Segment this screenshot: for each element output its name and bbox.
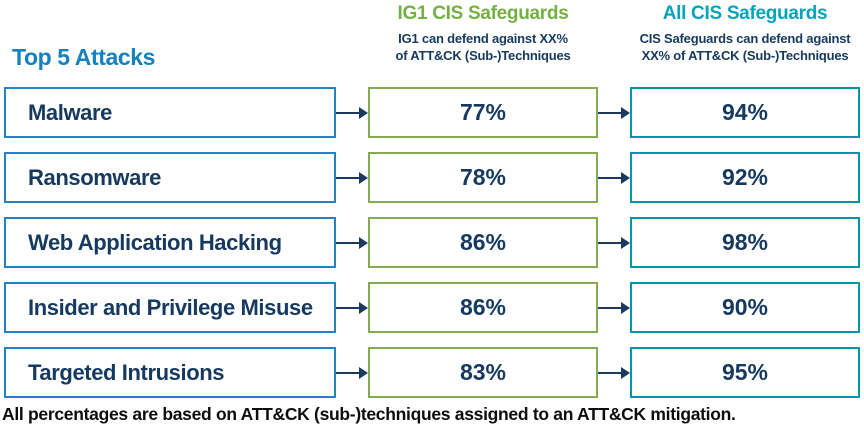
column-header-ig1: IG1 CIS Safeguards IG1 can defend agains…: [361, 3, 605, 64]
arrow-right-icon: [598, 366, 630, 379]
attack-label: Insider and Privilege Misuse: [28, 294, 313, 320]
arrow-right-icon: [598, 106, 630, 119]
all-percentage: 92%: [721, 164, 769, 190]
arrow-right-icon: [336, 366, 368, 379]
attack-label: Malware: [28, 99, 113, 125]
ig1-percentage: 77%: [459, 99, 507, 125]
ig1-column-title: IG1 CIS Safeguards: [397, 3, 569, 24]
ig1-percentage-box: 86%: [368, 282, 598, 333]
ig1-percentage-box: 77%: [368, 87, 598, 138]
arrow-right-icon: [598, 236, 630, 249]
all-percentage: 95%: [721, 359, 769, 385]
attack-name-box: Insider and Privilege Misuse: [4, 282, 336, 333]
attack-name-box: Malware: [4, 87, 336, 138]
all-percentage: 90%: [721, 294, 769, 320]
ig1-percentage-box: 83%: [368, 347, 598, 398]
arrow-right-icon: [598, 301, 630, 314]
table-row-web-application-hacking: Web Application Hacking 86% 98%: [0, 217, 864, 268]
attack-name-box: Web Application Hacking: [4, 217, 336, 268]
arrow-right-icon: [598, 171, 630, 184]
attack-label: Ransomware: [28, 164, 161, 190]
ig1-percentage: 78%: [459, 164, 507, 190]
all-subtitle-line1: CIS Safeguards can defend against: [639, 31, 851, 46]
all-percentage-box: 98%: [630, 217, 860, 268]
table-row-malware: Malware 77% 94%: [0, 87, 864, 138]
attack-name-box: Targeted Intrusions: [4, 347, 336, 398]
table-row-ransomware: Ransomware 78% 92%: [0, 152, 864, 203]
table-row-targeted-intrusions: Targeted Intrusions 83% 95%: [0, 347, 864, 398]
arrow-right-icon: [336, 106, 368, 119]
ig1-percentage-box: 78%: [368, 152, 598, 203]
ig1-percentage: 83%: [459, 359, 507, 385]
all-column-title: All CIS Safeguards: [662, 3, 828, 24]
all-percentage: 94%: [721, 99, 769, 125]
ig1-percentage: 86%: [459, 294, 507, 320]
all-percentage: 98%: [721, 229, 769, 255]
ig1-subtitle-line2: of ATT&CK (Sub-)Techniques: [395, 48, 571, 63]
table-header: Top 5 Attacks IG1 CIS Safeguards IG1 can…: [0, 0, 864, 85]
attack-label: Web Application Hacking: [28, 229, 282, 255]
attack-label: Targeted Intrusions: [28, 359, 225, 385]
ig1-percentage: 86%: [459, 229, 507, 255]
ig1-column-subtitle: IG1 can defend against XX% of ATT&CK (Su…: [361, 30, 605, 64]
all-percentage-box: 90%: [630, 282, 860, 333]
attack-name-box: Ransomware: [4, 152, 336, 203]
all-percentage-box: 95%: [630, 347, 860, 398]
arrow-right-icon: [336, 301, 368, 314]
all-subtitle-line2: XX% of ATT&CK (Sub-)Techniques: [641, 48, 849, 63]
rows-column-title: Top 5 Attacks: [12, 44, 156, 70]
arrow-right-icon: [336, 236, 368, 249]
all-percentage-box: 94%: [630, 87, 860, 138]
ig1-subtitle-line1: IG1 can defend against XX%: [398, 31, 568, 46]
ig1-percentage-box: 86%: [368, 217, 598, 268]
all-percentage-box: 92%: [630, 152, 860, 203]
all-column-subtitle: CIS Safeguards can defend against XX% of…: [623, 30, 864, 64]
column-header-all: All CIS Safeguards CIS Safeguards can de…: [623, 3, 864, 64]
arrow-right-icon: [336, 171, 368, 184]
footnote: All percentages are based on ATT&CK (sub…: [2, 404, 736, 424]
attack-rows: Malware 77% 94% Ransomware 78% 92%: [0, 87, 864, 412]
table-row-insider-and-privilege-misuse: Insider and Privilege Misuse 86% 90%: [0, 282, 864, 333]
